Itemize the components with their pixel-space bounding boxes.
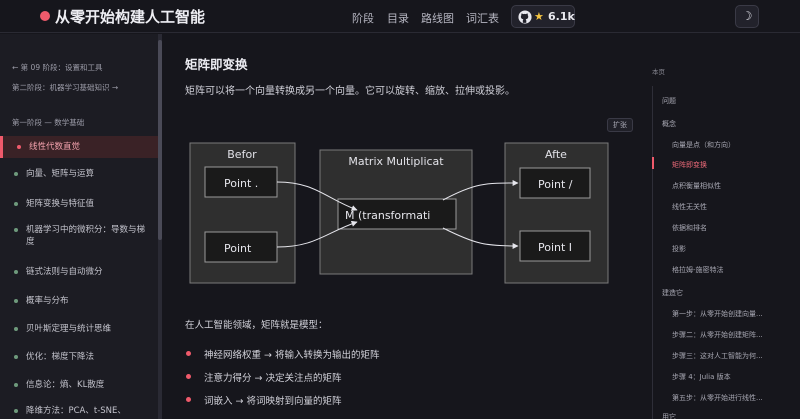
nav-glossary[interactable]: 词汇表 — [466, 12, 499, 25]
after-group — [504, 142, 609, 284]
toc-item[interactable]: 点积衡量相似性 — [672, 182, 721, 190]
toc-active-marker — [652, 157, 654, 169]
point-b-prime-node — [519, 230, 591, 262]
toc-item[interactable]: 投影 — [672, 245, 686, 253]
bullet-dot-icon — [186, 374, 191, 379]
toc-item[interactable]: 第五步：从零开始进行线性... — [672, 394, 763, 402]
point-b-label: Point — [224, 242, 252, 255]
github-star-count: 6.1k — [548, 10, 575, 23]
theme-toggle-button[interactable]: ☽ — [735, 5, 759, 28]
matrix-node — [337, 198, 457, 230]
toc-item[interactable]: 步骤三：这对人工智能为何... — [672, 352, 763, 360]
edge-matrix-to-b-prime — [442, 227, 519, 249]
before-label: Befor — [227, 148, 257, 161]
sidebar-item-label: 线性代数直觉 — [29, 142, 81, 152]
sidebar-item-label: 机器学习中的微积分：导数与梯度 — [26, 225, 146, 247]
bullet-icon — [17, 145, 21, 149]
next-phase-link[interactable]: 第二阶段：机器学习基础知识 → — [12, 83, 119, 92]
bullet-icon — [14, 299, 18, 303]
sidebar-scrollbar-thumb[interactable] — [158, 40, 162, 240]
nav-contents[interactable]: 目录 — [387, 12, 409, 25]
bullet-icon — [14, 202, 18, 206]
sidebar-item-label: 概率与分布 — [26, 296, 69, 306]
sidebar-item-linear-algebra[interactable]: 线性代数直觉 — [0, 136, 158, 158]
after-label: Afte — [545, 148, 567, 161]
point-b-prime-label: Point I — [538, 241, 572, 254]
bullet-icon — [14, 355, 18, 359]
toc-item[interactable]: 问题 — [662, 97, 676, 105]
matrix-node-label: M (transformati — [345, 209, 430, 222]
nav-roadmap[interactable]: 路线图 — [421, 12, 454, 25]
sidebar-item-label: 信息论：熵、KL散度 — [26, 380, 105, 390]
bullet-icon — [14, 172, 18, 176]
toc-rail — [652, 86, 653, 419]
github-icon — [518, 10, 532, 24]
expand-diagram-button[interactable]: 扩张 — [607, 118, 633, 132]
point-a-label: Point . — [224, 177, 258, 190]
github-stars-button[interactable]: ★ 6.1k — [511, 5, 575, 28]
bullet-icon — [14, 409, 18, 413]
sidebar-item-label: 降维方法：PCA、t-SNE、 — [26, 406, 126, 416]
sidebar-item-label: 贝叶斯定理与统计思维 — [26, 324, 112, 334]
top-header: 从零开始构建人工智能 阶段 目录 路线图 词汇表 ★ 6.1k ☽ — [0, 0, 800, 33]
toc-item[interactable]: 第一步：从零开始创建向量... — [672, 310, 763, 318]
moon-icon: ☽ — [741, 9, 753, 23]
toc-item[interactable]: 线性无关性 — [672, 203, 707, 211]
section-title: 矩阵即变换 — [185, 57, 248, 72]
intro-paragraph: 矩阵可以将一个向量转换成另一个向量。它可以旋转、缩放、拉伸或投影。 — [185, 86, 515, 97]
point-a-node — [204, 166, 278, 198]
brand-dot-icon — [40, 11, 50, 21]
point-a-prime-label: Point / — [538, 178, 573, 191]
site-title[interactable]: 从零开始构建人工智能 — [55, 8, 206, 26]
bullet-icon — [14, 327, 18, 331]
edge-matrix-to-a-prime — [442, 180, 519, 201]
transformation-diagram: Befor Matrix Multiplicat Afte Point . Po… — [189, 142, 609, 284]
matrix-group-label: Matrix Multiplicat — [348, 155, 444, 168]
left-sidebar: ← 第 09 阶段：设置和工具 第二阶段：机器学习基础知识 → 第一阶段 — 数… — [0, 34, 162, 419]
sidebar-item-label: 矩阵变换与特征值 — [26, 199, 95, 209]
prev-phase-link[interactable]: ← 第 09 阶段：设置和工具 — [12, 63, 103, 72]
sidebar-item-label: 链式法则与自动微分 — [26, 267, 103, 277]
toc-item[interactable]: 用它 — [662, 413, 676, 419]
bullet-dot-icon — [186, 351, 191, 356]
toc-item[interactable]: 依据和排名 — [672, 224, 707, 232]
star-icon: ★ — [534, 10, 544, 23]
bullet-icon — [14, 383, 18, 387]
ai-matrix-paragraph: 在人工智能领域，矩阵就是模型： — [185, 320, 328, 331]
nav-phases[interactable]: 阶段 — [352, 12, 374, 25]
sidebar-item-label: 向量、矩阵与运算 — [26, 169, 95, 179]
toc-item[interactable]: 步骤二：从零开始创建矩阵... — [672, 331, 763, 339]
bullet-icon — [14, 270, 18, 274]
edge-b-to-matrix — [276, 220, 358, 248]
point-a-prime-node — [519, 167, 591, 199]
bullet-icon — [14, 228, 18, 232]
toc-item-active[interactable]: 矩阵即变换 — [672, 161, 707, 169]
edge-a-to-matrix — [276, 181, 358, 211]
toc-title: 本页 — [652, 68, 665, 76]
sidebar-item-label: 优化：梯度下降法 — [26, 352, 95, 362]
toc-item[interactable]: 建造它 — [662, 289, 683, 297]
toc-item[interactable]: 步骤 4：Julia 版本 — [672, 373, 731, 381]
sidebar-group-label: 第一阶段 — 数学基础 — [12, 118, 85, 127]
toc-item[interactable]: 向量是点（和方向） — [672, 141, 735, 149]
toc-item[interactable]: 格拉姆-施密特法 — [672, 266, 724, 274]
toc-item[interactable]: 概念 — [662, 120, 676, 128]
bullet-dot-icon — [186, 397, 191, 402]
